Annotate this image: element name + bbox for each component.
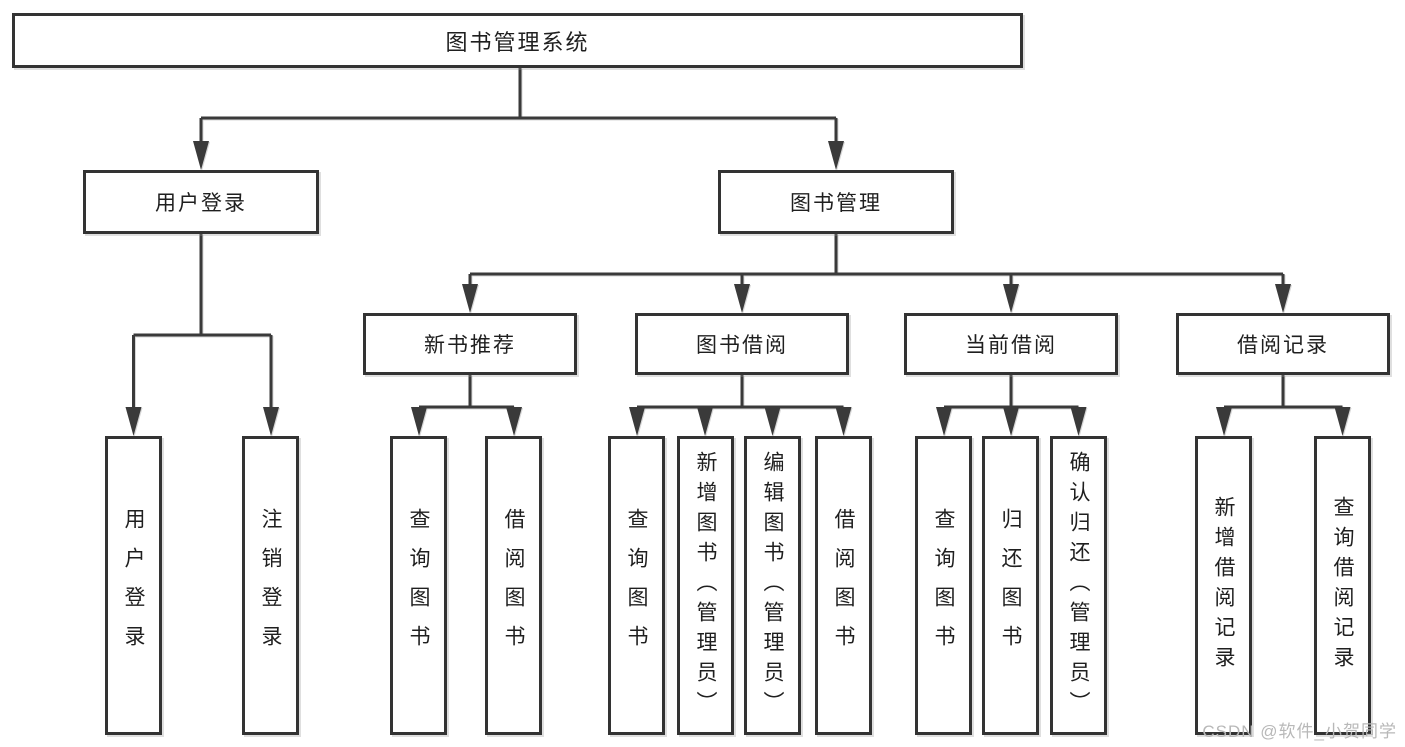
node-borrow-records-label: 借阅记录 (1237, 334, 1329, 357)
leaf-return-books-label: 归还图书 (999, 507, 1022, 664)
leaf-add-borrow-record-label: 新增借阅记录 (1212, 495, 1235, 676)
connector-user-login (132, 234, 273, 408)
leaf-user-login-label: 用户登录 (122, 507, 145, 664)
leaf-edit-books-admin-label: 编辑图书（管理员） (761, 450, 784, 721)
node-new-book-recommend: 新书推荐 (363, 313, 577, 375)
connector-borrow-records (1222, 375, 1344, 409)
leaf-add-books-admin: 新增图书（管理员） (677, 436, 734, 735)
node-borrow-records: 借阅记录 (1176, 313, 1390, 375)
leaf-confirm-return-admin-label: 确认归还（管理员） (1067, 450, 1090, 721)
leaf-user-login: 用户登录 (105, 436, 162, 735)
leaf-query-books-recommend: 查询图书 (390, 436, 447, 735)
node-user-login-label: 用户登录 (155, 192, 247, 215)
leaf-borrow-books-recommend-label: 借阅图书 (502, 507, 525, 664)
leaf-edit-books-admin: 编辑图书（管理员） (744, 436, 801, 735)
leaf-confirm-return-admin: 确认归还（管理员） (1050, 436, 1107, 735)
leaf-logout-label: 注销登录 (259, 507, 282, 664)
connector-root-trunk (199, 68, 838, 142)
node-current-borrow-label: 当前借阅 (965, 334, 1057, 357)
leaf-return-books: 归还图书 (982, 436, 1039, 735)
leaf-query-books-borrow: 查询图书 (608, 436, 665, 735)
node-user-login: 用户登录 (83, 170, 319, 234)
leaf-query-books-borrow-label: 查询图书 (625, 507, 648, 664)
node-book-management-label: 图书管理 (790, 192, 882, 215)
node-root-label: 图书管理系统 (445, 29, 590, 55)
node-root-system: 图书管理系统 (12, 13, 1023, 68)
node-book-borrow: 图书借阅 (635, 313, 849, 375)
connector-book-mgmt (468, 234, 1285, 285)
watermark-text: CSDN @软件_小贺同学 (1202, 722, 1397, 741)
arrowheads (125, 141, 1351, 436)
connector-current-borrow (942, 375, 1080, 409)
leaf-query-books-current-label: 查询图书 (932, 507, 955, 664)
leaf-borrow-books: 借阅图书 (815, 436, 872, 735)
leaf-borrow-books-label: 借阅图书 (832, 507, 855, 664)
leaf-query-borrow-record: 查询借阅记录 (1314, 436, 1371, 735)
node-new-book-recommend-label: 新书推荐 (424, 334, 516, 357)
node-book-management: 图书管理 (718, 170, 954, 234)
leaf-add-borrow-record: 新增借阅记录 (1195, 436, 1252, 735)
leaf-logout: 注销登录 (242, 436, 299, 735)
leaf-query-books-current: 查询图书 (915, 436, 972, 735)
leaf-add-books-admin-label: 新增图书（管理员） (694, 450, 717, 721)
leaf-borrow-books-recommend: 借阅图书 (485, 436, 542, 735)
leaf-query-borrow-record-label: 查询借阅记录 (1331, 495, 1354, 676)
connector-new-book (417, 375, 516, 409)
connector-book-borrow (635, 375, 845, 409)
node-current-borrow: 当前借阅 (904, 313, 1118, 375)
leaf-query-books-recommend-label: 查询图书 (407, 507, 430, 664)
node-book-borrow-label: 图书借阅 (696, 334, 788, 357)
